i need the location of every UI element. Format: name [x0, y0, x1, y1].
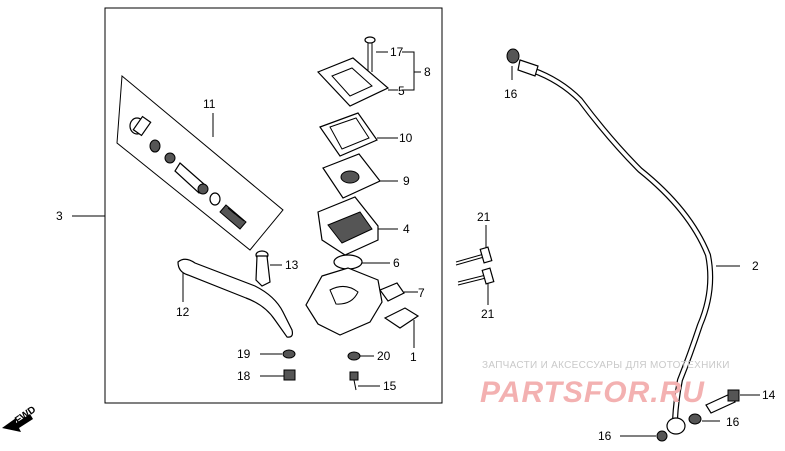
fwd-marker: FWD — [2, 404, 38, 432]
callout-21-lower: 21 — [481, 307, 495, 321]
callout-19: 19 — [237, 347, 251, 361]
watermark-brand: PARTSFOR.RU — [480, 376, 705, 409]
callout-16-right: 16 — [726, 415, 740, 429]
callout-18: 18 — [237, 369, 251, 383]
callout-4: 4 — [403, 222, 410, 236]
piston-kit — [129, 115, 247, 230]
diaphragm-plate — [319, 112, 378, 157]
callout-11: 11 — [203, 97, 216, 111]
callout-7: 7 — [418, 286, 425, 300]
pivot-bolt — [255, 250, 271, 287]
brake-switch — [379, 282, 405, 302]
callout-20: 20 — [377, 349, 391, 363]
callout-9: 9 — [403, 174, 410, 188]
o-ring — [333, 254, 363, 270]
callout-16-lower: 16 — [598, 429, 612, 443]
sealing-washer — [688, 413, 702, 425]
callout-3: 3 — [56, 209, 63, 223]
callout-15: 15 — [383, 379, 397, 393]
cap — [347, 351, 361, 361]
watermark-caption: ЗАПЧАСТИ И АКСЕССУАРЫ ДЛЯ МОТОТЕХНИКИ — [482, 360, 730, 371]
mount-bolt-lower — [457, 267, 495, 286]
callout-12: 12 — [176, 305, 190, 319]
banjo-bolt — [705, 389, 740, 414]
callout-10: 10 — [399, 131, 413, 145]
brake-lever — [177, 258, 294, 338]
master-cylinder-lower — [305, 267, 383, 336]
washer — [282, 349, 296, 359]
bleed-screw — [349, 371, 359, 391]
callout-13: 13 — [285, 258, 299, 272]
cover-screw — [364, 36, 376, 72]
assembly-frame — [104, 7, 443, 404]
callout-17: 17 — [390, 45, 404, 59]
callout-5: 5 — [398, 84, 405, 98]
arrow-icon — [2, 414, 33, 432]
callout-6: 6 — [393, 256, 400, 270]
switch-body — [383, 307, 420, 329]
callout-21-upper: 21 — [477, 210, 491, 224]
nut — [283, 369, 296, 381]
mount-bolt-upper — [455, 246, 493, 266]
hose-banjo-upper — [506, 48, 539, 77]
callout-2: 2 — [752, 259, 759, 273]
callout-14: 14 — [762, 388, 776, 402]
reservoir-cover — [316, 57, 390, 107]
callout-8: 8 — [424, 65, 431, 79]
hose-banjo-lower — [656, 417, 686, 442]
callout-1: 1 — [410, 350, 417, 364]
piston-kit-frame — [116, 74, 284, 251]
callout-16-upper: 16 — [504, 87, 518, 101]
